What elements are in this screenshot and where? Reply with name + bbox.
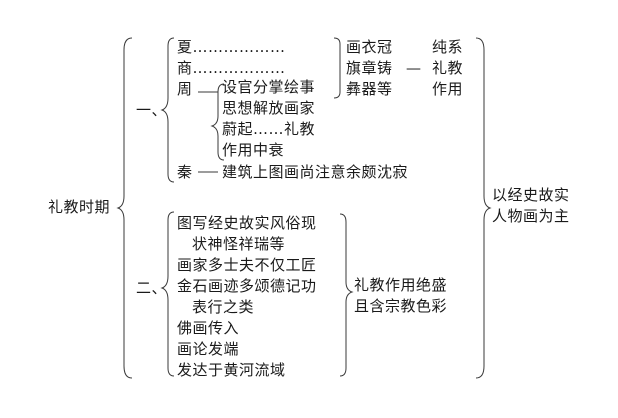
feature-4: 佛画传入 xyxy=(177,319,240,337)
artifact-1: 画衣冠 xyxy=(346,38,393,56)
conclusion-2: 且含宗教色彩 xyxy=(354,297,448,315)
artifact-3: 彝器等 xyxy=(346,80,393,98)
summary-line-1: 以经史故实 xyxy=(492,186,570,204)
feature-3: 金石画迹多颂德记功 xyxy=(177,277,317,295)
period-two-label: 二、 xyxy=(136,279,168,297)
summary-bracket xyxy=(475,37,492,379)
zhou-detail-4: 作用中衰 xyxy=(222,141,285,159)
qin-detail: 建筑上图画尚注意余颇沈寂 xyxy=(222,163,409,181)
effect-2: 礼教 xyxy=(432,59,464,77)
dynasty-qin: 秦 xyxy=(177,163,193,181)
conclusion-1: 礼教作用绝盛 xyxy=(354,276,448,294)
period-two-bracket xyxy=(339,213,354,377)
feature-1: 图写经史故实风俗现 xyxy=(177,214,317,232)
period-one-label: 一、 xyxy=(136,101,168,119)
effect-3: 作用 xyxy=(432,80,464,98)
dynasty-shang: 商……………… xyxy=(177,59,286,77)
period-one-brace xyxy=(160,37,175,183)
dynasty-zhou: 周 xyxy=(177,80,193,98)
effect-1: 纯系 xyxy=(432,38,464,56)
zhou-detail-3: 蔚起……礼教 xyxy=(222,120,316,138)
summary-line-2: 人物画为主 xyxy=(492,207,570,225)
zhou-detail-1: 设官分掌绘事 xyxy=(222,78,316,96)
zhou-detail-2: 思想解放画家 xyxy=(222,99,316,117)
zhou-brace xyxy=(210,83,225,161)
artifact-dash: — xyxy=(406,59,422,77)
feature-5: 画论发端 xyxy=(177,340,240,358)
artifact-2: 旗章铸 xyxy=(346,59,393,77)
feature-6: 发达于黄河流域 xyxy=(177,361,286,379)
period-two-brace xyxy=(160,211,175,377)
artifacts-bracket xyxy=(333,37,341,99)
root-label: 礼教时期 xyxy=(48,198,111,216)
dynasty-xia: 夏……………… xyxy=(177,38,286,56)
feature-3-cont: 表行之类 xyxy=(192,298,255,316)
feature-1-cont: 状神怪祥瑞等 xyxy=(192,235,286,253)
feature-2: 画家多士夫不仅工匠 xyxy=(177,256,317,274)
root-brace xyxy=(116,37,133,379)
